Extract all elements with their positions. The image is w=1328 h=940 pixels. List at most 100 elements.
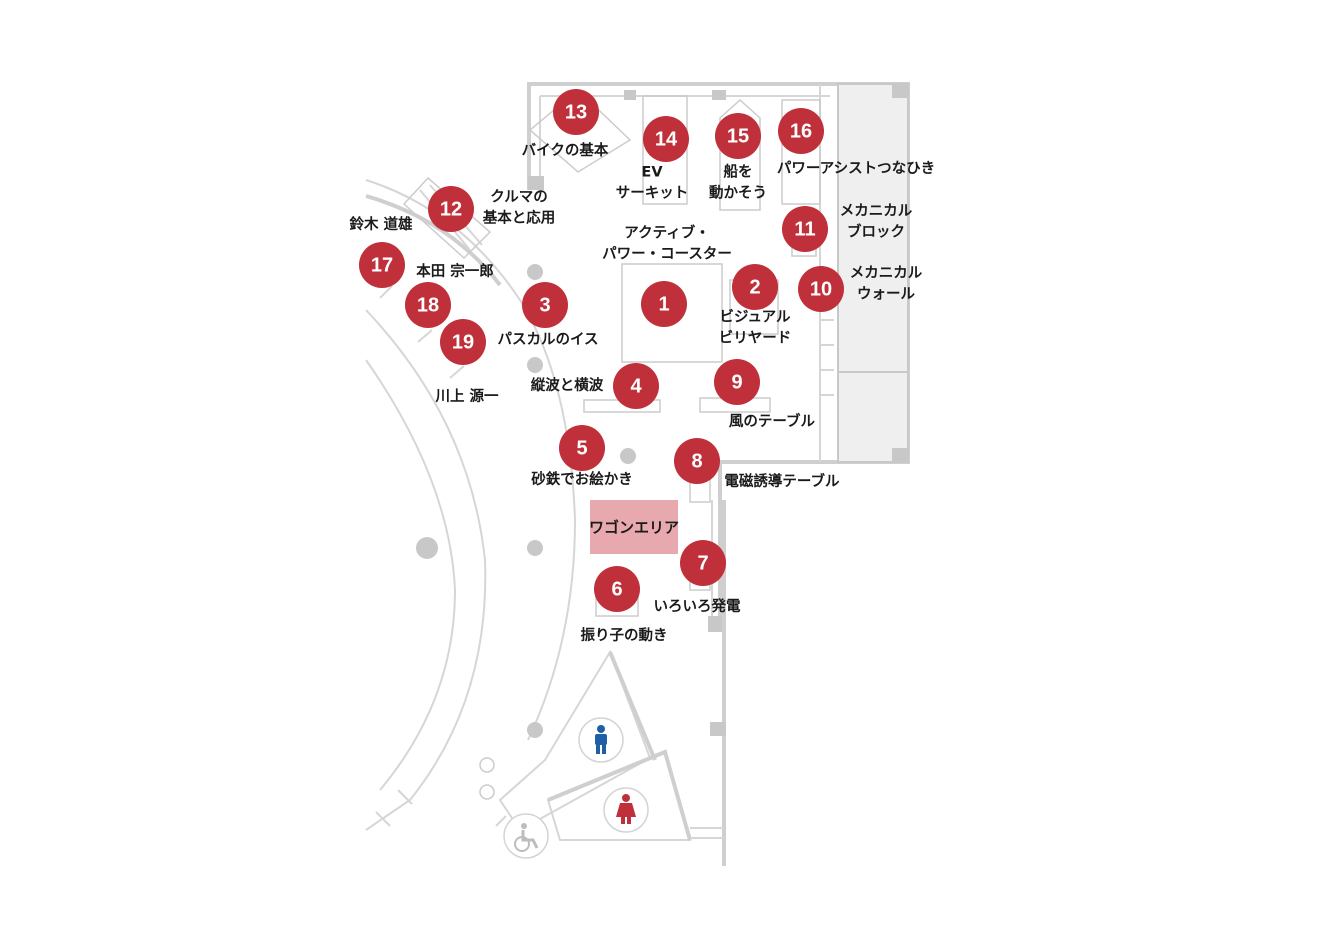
exhibit-label-line: 動かそう [709, 185, 767, 202]
exhibit-label-line: メカニカル [850, 265, 923, 282]
marker-number: 2 [749, 276, 760, 298]
exhibit-label-line: 川上 源一 [434, 387, 499, 405]
exhibit-label-11: メカニカルブロック [840, 203, 913, 241]
marker-13[interactable]: 13 [553, 89, 599, 135]
exhibit-label-line: ブロック [847, 223, 905, 241]
marker-number: 15 [727, 125, 749, 147]
marker-number: 18 [417, 294, 439, 316]
marker-12[interactable]: 12 [428, 186, 474, 232]
exhibit-label-line: ビジュアル [719, 309, 791, 326]
marker-1[interactable]: 1 [641, 281, 687, 327]
marker-circle[interactable] [715, 113, 761, 159]
marker-circle[interactable] [405, 282, 451, 328]
marker-16[interactable]: 16 [778, 108, 824, 154]
marker-circle[interactable] [798, 266, 844, 312]
exhibit-label-line: パスカルのイス [497, 331, 598, 348]
exhibit-label-5: 砂鉄でお絵かき [531, 470, 633, 488]
marker-circle[interactable] [594, 566, 640, 612]
exhibit-label-line: ビリヤード [719, 330, 792, 347]
exhibit-label-1: アクティブ・パワー・コースター [602, 224, 732, 263]
exhibit-label-line: サーキット [616, 185, 689, 202]
marker-14[interactable]: 14 [643, 116, 689, 162]
marker-circle[interactable] [440, 319, 486, 365]
exhibit-outlines [402, 88, 821, 617]
marker-circle[interactable] [732, 264, 778, 310]
marker-11[interactable]: 11 [782, 206, 828, 252]
marker-2[interactable]: 2 [732, 264, 778, 310]
exhibit-label-8: 電磁誘導テーブル [724, 472, 840, 490]
marker-circle[interactable] [359, 242, 405, 288]
exhibit-label-line: EV [641, 165, 663, 181]
exhibit-label-18: 本田 宗一郎 [416, 262, 494, 280]
marker-circle[interactable] [613, 363, 659, 409]
marker-circle[interactable] [680, 540, 726, 586]
exhibit-label-7: いろいろ発電 [654, 597, 741, 615]
exhibit-label-line: 基本と応用 [482, 209, 556, 227]
exhibit-label-line: パワーアシストつなひき [777, 160, 935, 177]
exhibit-label-line: 電磁誘導テーブル [724, 472, 840, 490]
female-restroom-icon [603, 787, 649, 833]
exhibit-label-3: パスカルのイス [497, 331, 598, 348]
exhibit-label-4: 縦波と横波 [531, 376, 604, 394]
marker-number: 10 [810, 278, 832, 300]
marker-number: 6 [611, 578, 622, 600]
exhibit-label-6: 振り子の動き [581, 626, 668, 644]
exhibit-label-line: 砂鉄でお絵かき [531, 470, 633, 488]
exhibit-label-12: クルマの基本と応用 [482, 189, 556, 227]
marker-number: 17 [371, 254, 393, 276]
exhibit-label-line: 風のテーブル [729, 412, 816, 430]
exhibit-label-line: パワー・コースター [602, 246, 732, 263]
marker-15[interactable]: 15 [715, 113, 761, 159]
exhibit-label-10: メカニカルウォール [850, 265, 923, 303]
exhibit-label-line: ウォール [857, 286, 915, 303]
exhibit-label-13: バイクの基本 [522, 141, 609, 159]
building-walls [365, 82, 910, 866]
marker-17[interactable]: 17 [359, 242, 405, 288]
marker-circle[interactable] [782, 206, 828, 252]
exhibit-label-line: メカニカル [840, 203, 913, 220]
marker-4[interactable]: 4 [613, 363, 659, 409]
marker-circle[interactable] [643, 116, 689, 162]
exhibit-label-line: クルマの [490, 189, 548, 206]
marker-number: 8 [691, 450, 702, 472]
exhibit-label-line: アクティブ・ [624, 224, 709, 242]
marker-number: 3 [539, 294, 550, 316]
marker-number: 1 [658, 293, 669, 315]
exhibit-label-2: ビジュアルビリヤード [719, 309, 792, 347]
marker-number: 12 [440, 198, 462, 220]
marker-circle[interactable] [641, 281, 687, 327]
marker-circle[interactable] [428, 186, 474, 232]
marker-6[interactable]: 6 [594, 566, 640, 612]
marker-number: 5 [576, 437, 587, 459]
wagon-area[interactable]: ワゴンエリア [589, 500, 679, 554]
marker-3[interactable]: 3 [522, 282, 568, 328]
exhibit-label-17: 鈴木 道雄 [349, 215, 413, 233]
marker-8[interactable]: 8 [674, 438, 720, 484]
exhibit-label-line: 本田 宗一郎 [416, 262, 494, 280]
marker-number: 7 [697, 552, 708, 574]
marker-circle[interactable] [778, 108, 824, 154]
exhibit-label-15: 船を動かそう [709, 163, 767, 202]
marker-circle[interactable] [559, 425, 605, 471]
marker-number: 4 [630, 375, 642, 397]
marker-9[interactable]: 9 [714, 359, 760, 405]
exhibit-labels: アクティブ・パワー・コースタービジュアルビリヤードパスカルのイス縦波と横波砂鉄で… [349, 141, 935, 644]
marker-5[interactable]: 5 [559, 425, 605, 471]
wagon-area-label: ワゴンエリア [589, 519, 679, 537]
marker-18[interactable]: 18 [405, 282, 451, 328]
marker-circle[interactable] [714, 359, 760, 405]
marker-number: 14 [655, 128, 678, 150]
exhibit-label-14: EV サーキット [616, 165, 689, 202]
pillars [416, 84, 908, 738]
marker-7[interactable]: 7 [680, 540, 726, 586]
marker-19[interactable]: 19 [440, 319, 486, 365]
exhibit-label-16: パワーアシストつなひき [777, 160, 935, 177]
marker-circle[interactable] [553, 89, 599, 135]
exhibit-label-line: 振り子の動き [581, 626, 668, 644]
marker-circle[interactable] [522, 282, 568, 328]
marker-circle[interactable] [674, 438, 720, 484]
marker-10[interactable]: 10 [798, 266, 844, 312]
marker-number: 16 [790, 120, 812, 142]
